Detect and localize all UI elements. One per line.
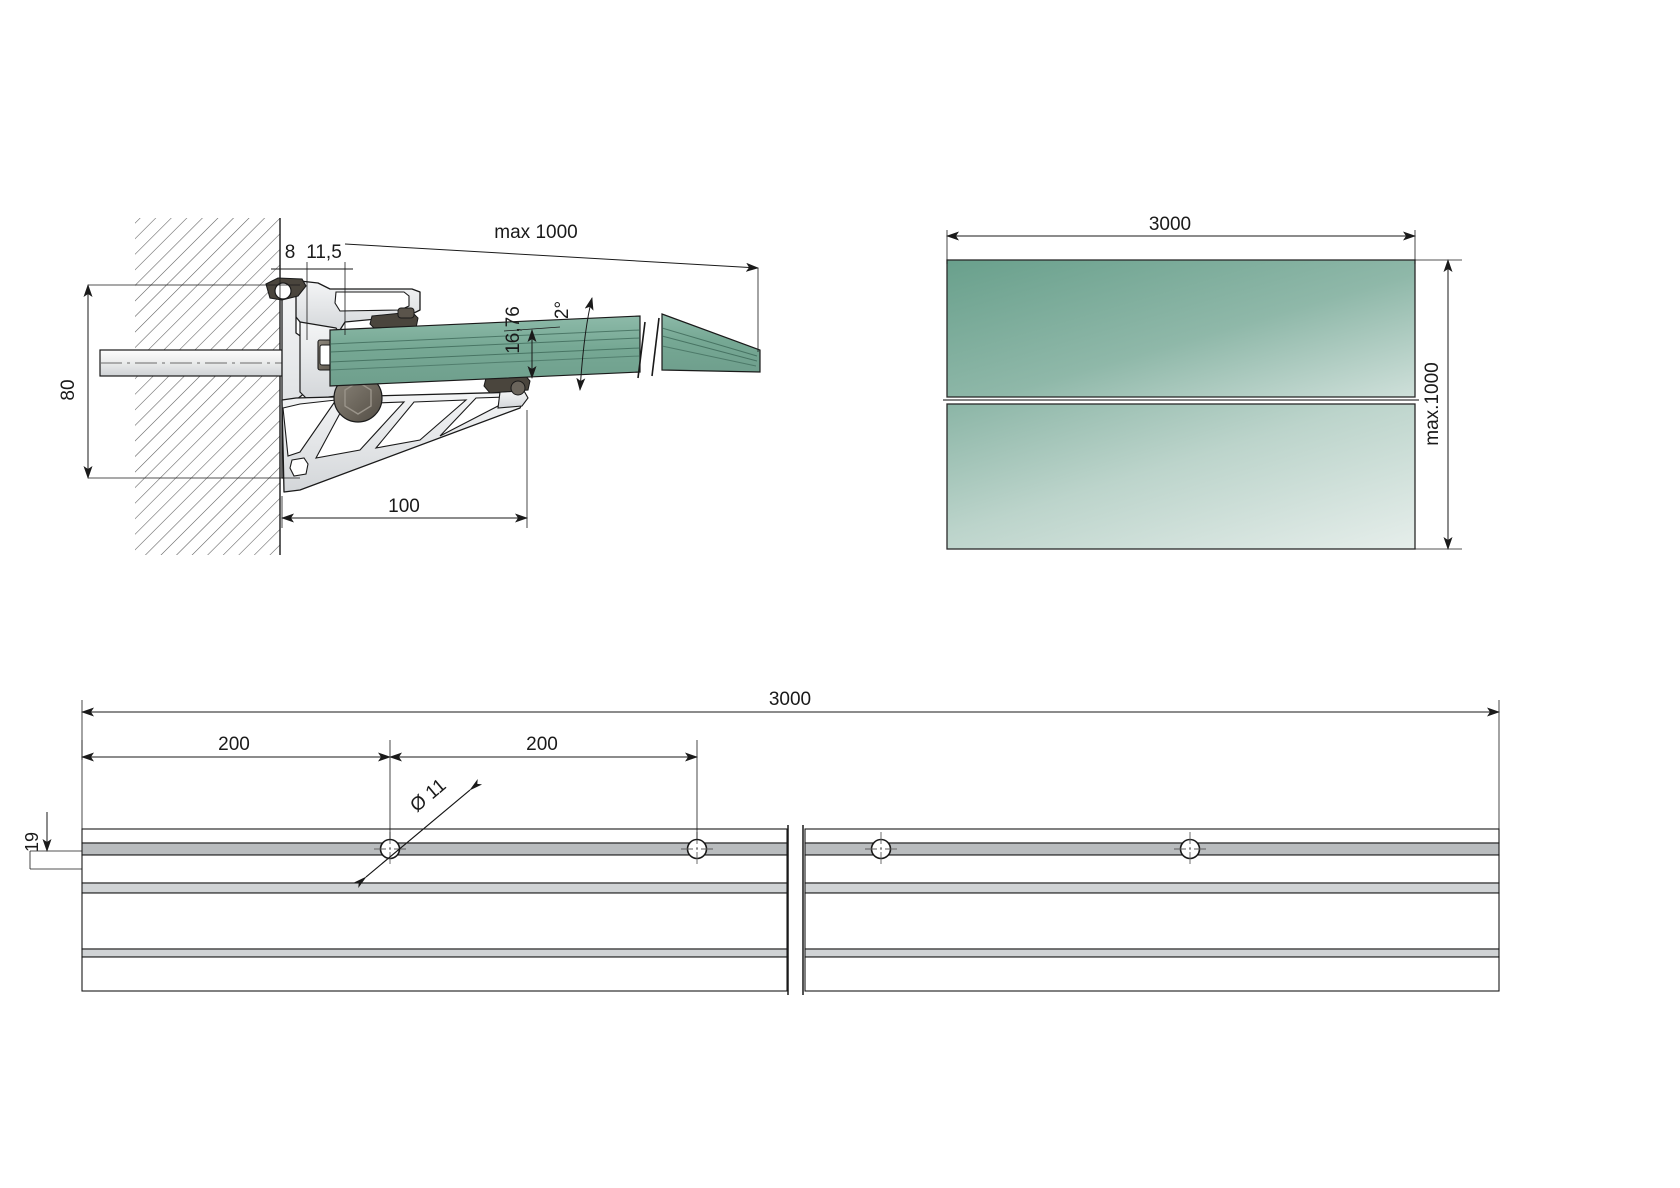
section-view: 80 8 11,5 max 1000 16,76 2° (58, 218, 761, 555)
dimension-glass-width: 3000 (946, 214, 1416, 264)
wall-anchor (99, 343, 310, 383)
dim-label-19: 19 (22, 832, 42, 852)
glass-elevation-view: 3000 max.1000 (943, 214, 1462, 550)
dimension-max-1000: max 1000 (344, 222, 759, 352)
glass-panel-lower (946, 403, 1416, 550)
fixing-holes (374, 832, 1207, 866)
profile-segment-right (804, 828, 1500, 992)
dim-label-glass-3000: 3000 (1149, 214, 1191, 235)
dimension-edge-distance: 19 (22, 812, 82, 870)
dim-label-8: 8 (285, 242, 296, 263)
dim-label-hole-diameter: Ø 11 (406, 775, 450, 817)
wall-gasket (265, 277, 307, 301)
dim-label-profile-3000: 3000 (769, 689, 811, 710)
wall-hatch (135, 218, 281, 555)
hole-2 (681, 832, 714, 866)
glazing-gasket-lower (483, 373, 531, 396)
dim-label-200-b: 200 (526, 734, 558, 755)
dimension-hole-spacing: 200 200 (81, 734, 698, 840)
hole-3 (865, 832, 898, 866)
dimension-height-80: 80 (58, 284, 300, 479)
profile-segment-left (81, 828, 788, 992)
dimension-bracket-depth: 100 (281, 410, 528, 528)
dimension-glass-thickness: 16,76 (503, 306, 561, 379)
dim-label-max-1000-text: max 1000 (494, 222, 577, 243)
dimension-offsets: 8 11,5 (271, 242, 353, 340)
profile-break-line (787, 825, 804, 995)
dimension-slope-angle: 2° (552, 297, 594, 391)
dim-label-80: 80 (58, 379, 79, 400)
glazing-gasket-upper (369, 307, 419, 331)
dim-label-100: 100 (388, 496, 420, 517)
dim-label-16-76: 16,76 (503, 306, 524, 354)
dim-label-glass-max-1000: max.1000 (1422, 362, 1443, 445)
dim-label-200-a: 200 (218, 734, 250, 755)
dimension-glass-height: max.1000 (1415, 259, 1462, 550)
glass-panel-upper (946, 259, 1416, 398)
laminated-glass-section (329, 313, 761, 387)
dim-label-11-5: 11,5 (306, 242, 342, 263)
profile-elevation-view: Ø 11 19 200 200 3000 (22, 689, 1500, 995)
dimension-profile-length: 3000 (81, 689, 1500, 835)
hole-4 (1174, 832, 1207, 866)
dim-label-2-deg: 2° (552, 301, 573, 319)
